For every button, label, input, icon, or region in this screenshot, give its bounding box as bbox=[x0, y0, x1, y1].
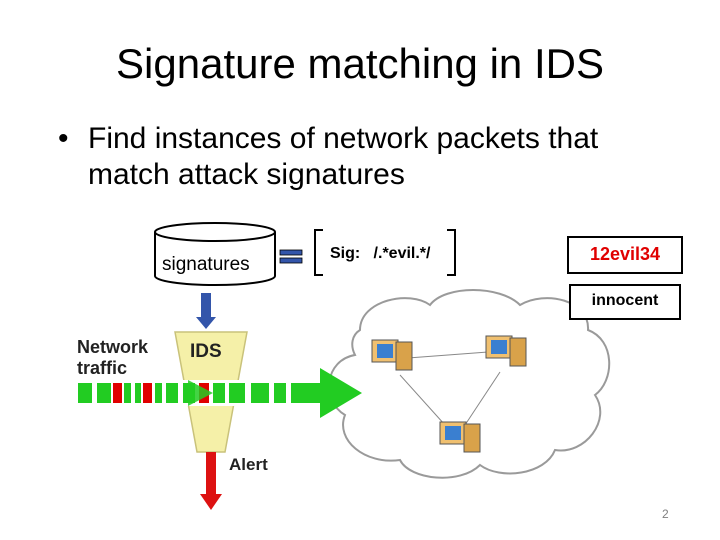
slide-title: Signature matching in IDS bbox=[116, 40, 604, 87]
bullet-text: Find instances of network packets that m… bbox=[88, 122, 599, 191]
computer-icon bbox=[439, 421, 481, 453]
traffic-stream bbox=[78, 368, 362, 418]
malicious-packet-box: 12evil34 bbox=[567, 236, 683, 274]
computer-icon bbox=[371, 339, 413, 371]
equals-icon bbox=[279, 249, 303, 264]
network-traffic-label-line2: traffic bbox=[77, 358, 128, 378]
malicious-packet-label: 12evil34 bbox=[589, 244, 661, 264]
signature-brackets bbox=[314, 229, 456, 276]
bullet-marker: • bbox=[58, 122, 69, 155]
ids-label: IDS bbox=[190, 341, 222, 362]
network-traffic-label-line1: Network bbox=[77, 337, 149, 357]
alert-label: Alert bbox=[229, 455, 268, 474]
page-number: 2 bbox=[662, 507, 669, 521]
computer-icon bbox=[485, 335, 527, 367]
benign-packet-label: innocent bbox=[591, 292, 659, 309]
network-cloud bbox=[328, 289, 611, 479]
network-traffic-label: Network traffic bbox=[77, 337, 148, 379]
signature-regex: Sig: /.*evil.*/ bbox=[330, 245, 431, 262]
signature-feed-arrow bbox=[196, 293, 216, 329]
benign-packet-box: innocent bbox=[569, 284, 681, 320]
signatures-database-icon bbox=[154, 222, 276, 286]
network-links bbox=[399, 351, 501, 426]
database-label: signatures bbox=[162, 254, 250, 275]
alert-arrow bbox=[200, 452, 222, 510]
